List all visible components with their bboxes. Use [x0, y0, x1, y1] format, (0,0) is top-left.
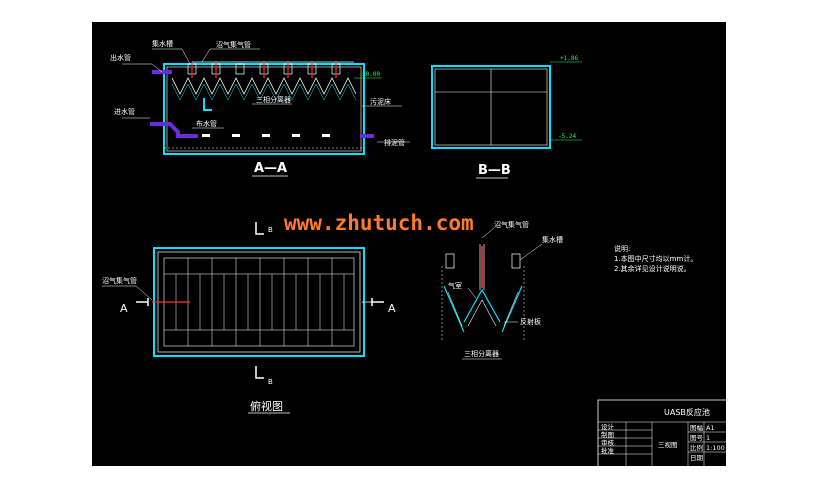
section-bb-title: B—B: [478, 163, 511, 178]
label-outlet-pipe: 出水管: [110, 53, 131, 62]
label-inlet-pipe: 进水管: [114, 107, 135, 116]
title-block-scale-value: A1: [706, 424, 715, 432]
title-block: UASB反应池 设计 制图 审核 批准 三视图 图幅 A1 图号 1 比例 1:…: [597, 399, 726, 466]
watermark: www.zhutuch.com: [284, 211, 474, 235]
title-block-drawing: 制图: [601, 430, 614, 439]
marker-a-left: A: [120, 302, 128, 315]
section-aa: ±0.00 出水管 集水槽 沼气集气管 进水管 三相分离器 污泥床 布水管 排泥…: [110, 39, 410, 177]
detail-gas-chamber-label: 气室: [448, 281, 462, 290]
detail-biogas-pipe-label: 沼气集气管: [494, 220, 529, 229]
cad-drawing-canvas: ±0.00 出水管 集水槽 沼气集气管 进水管 三相分离器 污泥床 布水管 排泥…: [92, 22, 726, 466]
bb-elevation-bottom: -5.24: [558, 133, 576, 140]
notes-line-1: 1.本图中尺寸均以mm计。: [614, 254, 697, 263]
section-aa-title: A—A: [254, 161, 287, 176]
distribution-nozzles: [202, 134, 330, 137]
bb-elevation-top: +1.86: [560, 55, 578, 62]
label-distribution-pipe: 布水管: [196, 119, 217, 128]
detail-title: 三相分离器: [464, 349, 499, 358]
inlet-pipe: [150, 122, 198, 138]
label-biogas-pipe: 沼气集气管: [216, 40, 251, 49]
plan-view: B B A A 沼气集气管 俯视图: [102, 222, 396, 414]
plan-grid: [164, 258, 354, 346]
label-three-phase: 三相分离器: [256, 95, 291, 104]
title-block-design: 设计: [601, 422, 615, 431]
title-block-project: UASB反应池: [664, 407, 710, 417]
plan-title: 俯视图: [250, 399, 283, 413]
title-block-sheet-label: 图号: [690, 434, 704, 442]
label-sludge-bed: 污泥床: [370, 97, 391, 106]
title-block-date-label: 日期: [690, 454, 704, 462]
three-phase-detail: 沼气集气管 集水槽 气室 反射板 三相分离器: [441, 220, 563, 360]
aa-elevation-top: ±0.00: [362, 71, 380, 78]
detail-reflector-label: 反射板: [520, 317, 541, 326]
title-block-ratio-value: 1:100: [706, 444, 725, 452]
title-block-drawing-name: 三视图: [658, 440, 678, 449]
marker-b-top: B: [268, 226, 273, 234]
marker-b-bottom: B: [268, 378, 273, 386]
three-phase-zigzag: [171, 77, 357, 95]
title-block-scale-label: 图幅: [690, 423, 704, 432]
section-bb: +1.86 -5.24 B—B: [431, 55, 582, 179]
label-collect-trough: 集水槽: [152, 39, 173, 48]
label-sludge-pipe: 排泥管: [384, 138, 405, 147]
title-block-review: 审核: [601, 438, 615, 447]
notes-heading: 说明:: [614, 244, 630, 253]
title-block-ratio-label: 比例: [690, 443, 703, 452]
gas-pipes: [191, 61, 354, 78]
title-block-sheet-value: 1: [706, 434, 710, 442]
detail-collect-trough-label: 集水槽: [542, 235, 563, 244]
notes-line-2: 2.其余详见设计说明说。: [614, 264, 691, 273]
title-block-approve: 批准: [601, 446, 615, 455]
plan-biogas-pipe-label: 沼气集气管: [102, 276, 137, 285]
marker-a-right: A: [388, 302, 396, 315]
notes: 说明: 1.本图中尺寸均以mm计。 2.其余详见设计说明说。: [614, 244, 697, 273]
